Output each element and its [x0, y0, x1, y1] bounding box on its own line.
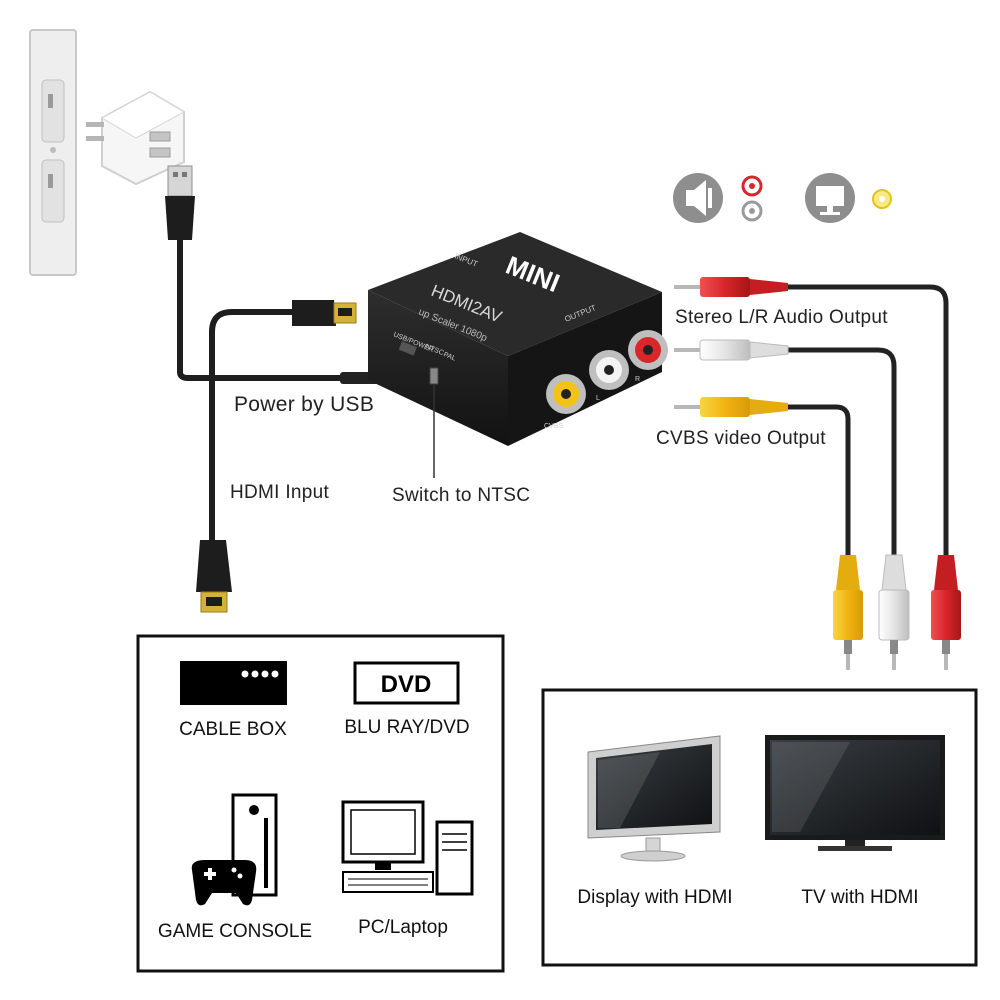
jack-r-label: R	[635, 376, 640, 383]
rca-white-cable	[788, 347, 897, 555]
cable-box-label: CABLE BOX	[179, 719, 287, 740]
rca-yellow-icon	[872, 189, 892, 209]
display-with-hdmi-label: Display with HDMI	[577, 887, 733, 908]
stereo-audio-output-label: Stereo L/R Audio Output	[675, 307, 888, 328]
hdmi-input-label: HDMI Input	[230, 482, 330, 503]
jack-l-label: L	[596, 395, 600, 402]
blu-ray-dvd-label: BLU RAY/DVD	[344, 717, 470, 738]
wall-outlet	[29, 29, 77, 276]
switch-to-ntsc-label: Switch to NTSC	[392, 485, 531, 506]
rca-jack-l	[589, 350, 629, 390]
tv-with-hdmi-label: TV with HDMI	[801, 887, 919, 908]
rca-yellow-plug-horizontal	[674, 397, 788, 417]
dvd-logo-text: DVD	[381, 671, 432, 698]
rca-yellow-cable	[788, 404, 851, 555]
usb-cable	[177, 240, 345, 381]
pc-icon	[341, 800, 474, 896]
hdmi-cable	[209, 309, 330, 540]
dvd-logo: DVD	[353, 661, 460, 705]
game-console-icon	[191, 793, 278, 906]
device-pal-label: PAL	[442, 351, 457, 362]
rca-red-plug-vertical	[931, 555, 961, 670]
cvbs-video-output-label: CVBS video Output	[656, 428, 826, 449]
usb-power-adapter	[86, 90, 186, 186]
ntsc-pal-switch	[429, 367, 439, 385]
pc-laptop-label: PC/Laptop	[358, 917, 448, 938]
monitor-display-icon	[587, 735, 721, 862]
monitor-icon	[805, 173, 855, 223]
power-by-usb-label: Power by USB	[234, 393, 375, 416]
hdmi2av-converter: MINI HDMI2AV up Scaler 1080p INPUT OUTPU…	[368, 232, 668, 446]
rca-white-plug-vertical	[878, 554, 910, 670]
rca-jack-cvbs	[546, 374, 586, 414]
rca-red-cable	[788, 284, 949, 555]
hdmi-plug-top	[292, 300, 357, 326]
rca-yellow-plug-vertical	[833, 555, 863, 670]
usb-plug	[165, 165, 195, 240]
rca-red-plug-horizontal	[674, 277, 788, 297]
rca-jack-r	[628, 330, 668, 370]
rca-white-plug-horizontal	[674, 339, 789, 361]
speaker-icon	[673, 173, 723, 223]
cable-box-icon	[180, 661, 287, 705]
hdmi-plug-bottom	[196, 540, 232, 613]
game-console-label: GAME CONSOLE	[157, 921, 313, 942]
tv-display-icon	[765, 735, 945, 851]
jack-cvbs-label: CVBS	[544, 423, 563, 430]
usb-power-port	[398, 341, 417, 356]
rca-red-white-icon	[741, 175, 763, 222]
